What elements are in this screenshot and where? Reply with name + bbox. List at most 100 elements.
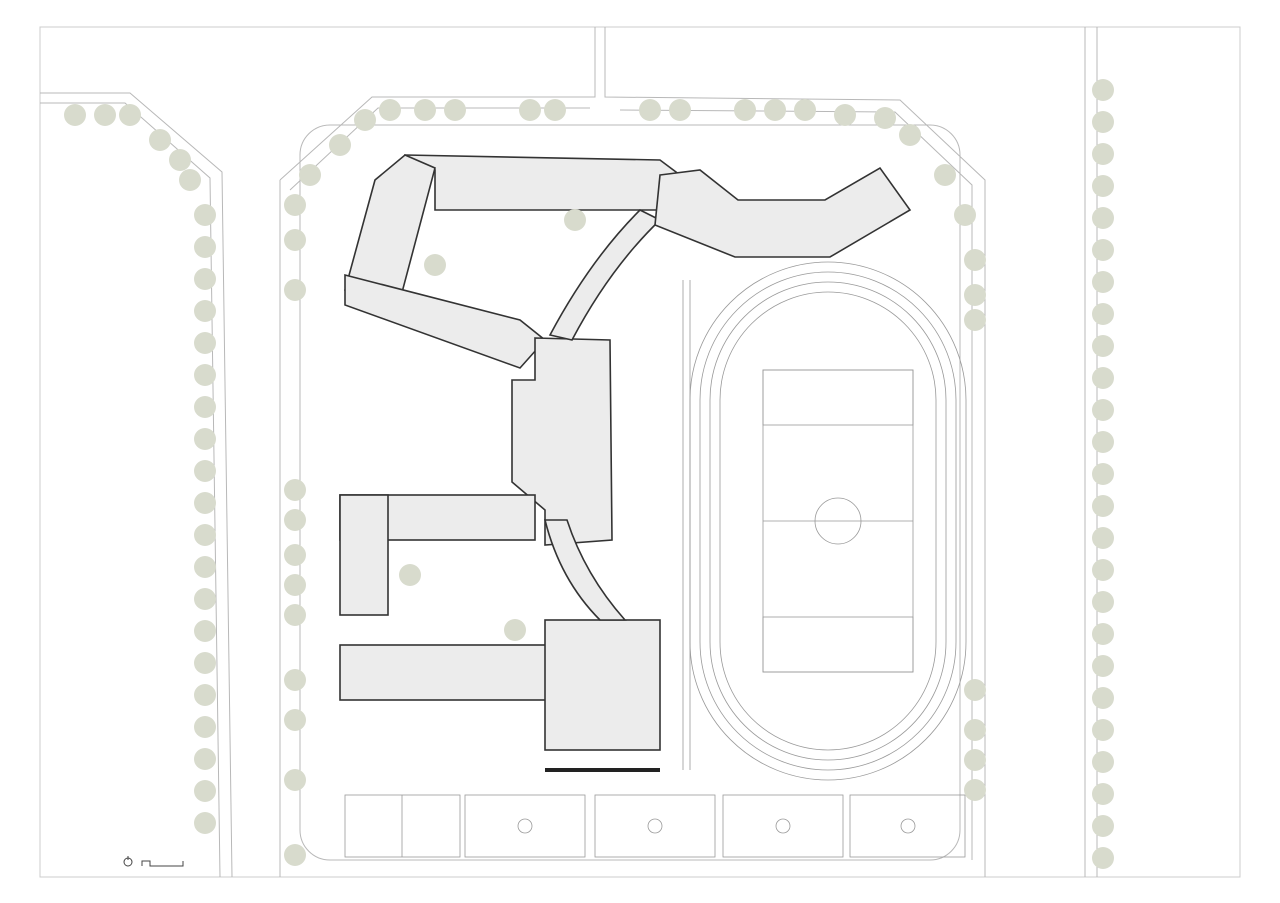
tree-icon xyxy=(1092,783,1114,805)
tree-icon xyxy=(1092,239,1114,261)
tree-icon xyxy=(1092,175,1114,197)
tree-icon xyxy=(414,99,436,121)
tree-icon xyxy=(379,99,401,121)
tree-icon xyxy=(284,279,306,301)
tree-icon xyxy=(1092,335,1114,357)
tree-icon xyxy=(194,652,216,674)
tree-icon xyxy=(194,588,216,610)
tree-icon xyxy=(504,619,526,641)
tree-icon xyxy=(444,99,466,121)
tree-icon xyxy=(1092,655,1114,677)
tree-icon xyxy=(194,780,216,802)
tree-icon xyxy=(519,99,541,121)
trees xyxy=(64,79,1114,869)
tree-icon xyxy=(964,249,986,271)
diagonal-classroom-wing xyxy=(344,273,547,369)
tree-icon xyxy=(899,124,921,146)
tree-icon xyxy=(964,309,986,331)
tree-icon xyxy=(284,229,306,251)
tree-icon xyxy=(284,669,306,691)
tree-icon xyxy=(1092,79,1114,101)
central-hub xyxy=(511,337,613,546)
tree-icon xyxy=(299,164,321,186)
tree-icon xyxy=(194,684,216,706)
tree-icon xyxy=(964,284,986,306)
tree-icon xyxy=(284,844,306,866)
tree-icon xyxy=(1092,815,1114,837)
tree-icon xyxy=(194,812,216,834)
tree-icon xyxy=(1092,207,1114,229)
south-classroom-wing xyxy=(339,644,576,701)
tree-icon xyxy=(284,479,306,501)
tree-icon xyxy=(194,300,216,322)
sports-track xyxy=(682,261,967,781)
tree-icon xyxy=(1092,591,1114,613)
tree-icon xyxy=(194,268,216,290)
tree-icon xyxy=(284,544,306,566)
tree-icon xyxy=(284,604,306,626)
dormitory-wing xyxy=(654,166,912,258)
tree-icon xyxy=(1092,847,1114,869)
tree-icon xyxy=(1092,623,1114,645)
tree-icon xyxy=(1092,527,1114,549)
court xyxy=(344,794,461,858)
north-curved-corridor xyxy=(548,209,662,341)
tree-icon xyxy=(964,719,986,741)
tree-icon xyxy=(1092,559,1114,581)
tree-icon xyxy=(1092,751,1114,773)
sheet-border xyxy=(39,26,1241,878)
tree-icon xyxy=(1092,495,1114,517)
tree-icon xyxy=(329,134,351,156)
tree-icon xyxy=(194,396,216,418)
tree-icon xyxy=(1092,431,1114,453)
tree-icon xyxy=(284,709,306,731)
tree-icon xyxy=(934,164,956,186)
legend xyxy=(123,856,184,867)
tree-icon xyxy=(194,620,216,642)
tree-icon xyxy=(1092,143,1114,165)
tree-icon xyxy=(194,364,216,386)
tree-icon xyxy=(639,99,661,121)
tree-icon xyxy=(1092,111,1114,133)
court xyxy=(594,794,716,858)
tree-icon xyxy=(194,748,216,770)
court xyxy=(849,794,966,858)
tree-icon xyxy=(734,99,756,121)
tree-icon xyxy=(169,149,191,171)
tree-icon xyxy=(544,99,566,121)
tree-icon xyxy=(1092,303,1114,325)
court xyxy=(464,794,586,858)
tree-icon xyxy=(94,104,116,126)
tree-icon xyxy=(424,254,446,276)
tree-icon xyxy=(64,104,86,126)
tree-icon xyxy=(194,460,216,482)
tree-icon xyxy=(1092,719,1114,741)
court xyxy=(722,794,844,858)
tree-icon xyxy=(874,107,896,129)
tree-icon xyxy=(564,209,586,231)
scale-bar xyxy=(141,860,184,867)
tree-icon xyxy=(194,204,216,226)
tree-icon xyxy=(194,492,216,514)
buildings xyxy=(339,154,912,772)
north-classroom-wing xyxy=(404,154,682,211)
tree-icon xyxy=(794,99,816,121)
tree-icon xyxy=(354,109,376,131)
tree-icon xyxy=(1092,687,1114,709)
tree-icon xyxy=(194,556,216,578)
tree-icon xyxy=(194,428,216,450)
tree-icon xyxy=(119,104,141,126)
tree-icon xyxy=(399,564,421,586)
tree-icon xyxy=(284,769,306,791)
tree-icon xyxy=(834,104,856,126)
tree-icon xyxy=(194,716,216,738)
tree-icon xyxy=(1092,271,1114,293)
tree-icon xyxy=(964,749,986,771)
tree-icon xyxy=(284,194,306,216)
tree-icon xyxy=(1092,399,1114,421)
tree-icon xyxy=(194,524,216,546)
tree-icon xyxy=(964,779,986,801)
entrance-wall xyxy=(545,768,660,772)
middle-west-wing xyxy=(339,494,389,616)
